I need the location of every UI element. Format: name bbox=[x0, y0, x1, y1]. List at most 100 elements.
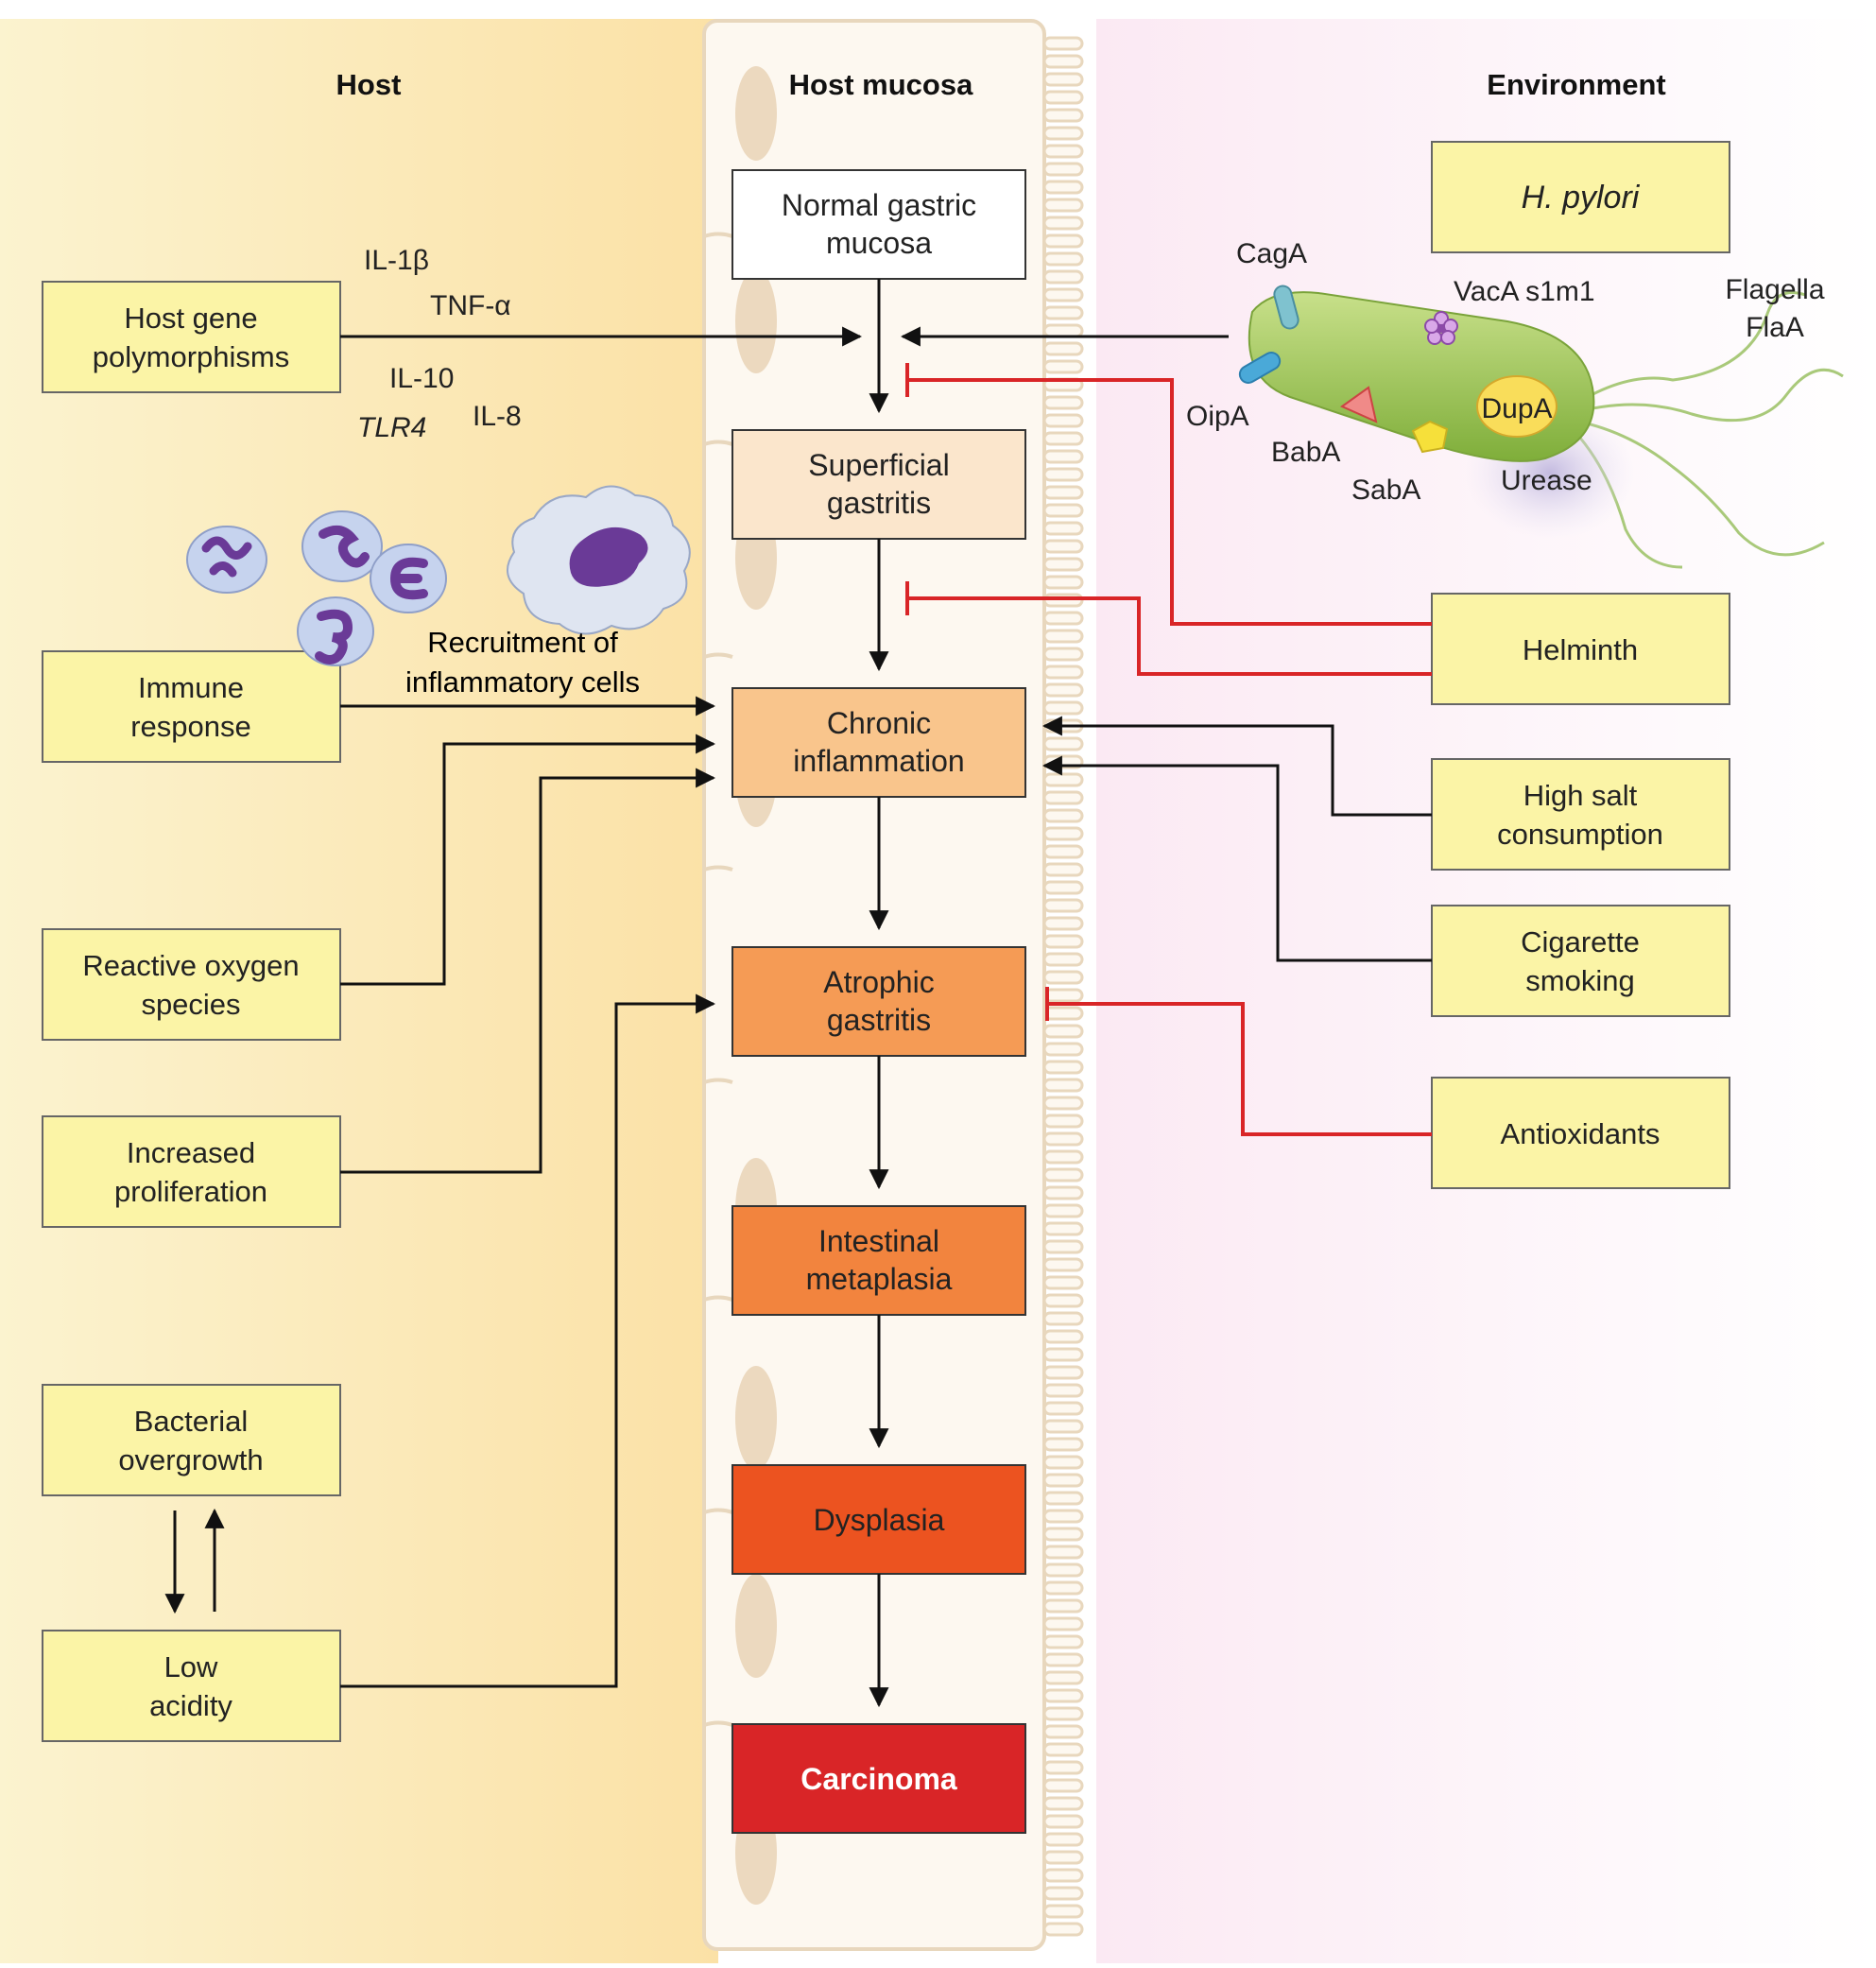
stage-label: mucosa bbox=[826, 226, 932, 260]
villus bbox=[1042, 916, 1084, 931]
baba-label: BabA bbox=[1271, 437, 1340, 468]
mucosa-header: Host mucosa bbox=[789, 68, 973, 101]
neutrophil-icon bbox=[301, 510, 383, 582]
svg-text:Normal gastric: Normal gastric bbox=[782, 188, 976, 222]
mucosa-cells bbox=[703, 232, 733, 1727]
villus bbox=[1042, 1868, 1084, 1883]
stage-label: gastritis bbox=[827, 1003, 931, 1037]
villus bbox=[1042, 1113, 1084, 1129]
villus bbox=[1042, 539, 1084, 554]
villus bbox=[1042, 1491, 1084, 1506]
vaca-icon bbox=[1424, 311, 1458, 345]
svg-text:High salt: High salt bbox=[1523, 779, 1638, 812]
villus bbox=[1042, 1922, 1084, 1937]
villus bbox=[1042, 1814, 1084, 1829]
stage-normal-mucosa: Normal gastric mucosa bbox=[731, 169, 1026, 280]
proliferation-arrow bbox=[340, 768, 716, 1174]
svg-text:gastritis: gastritis bbox=[827, 1003, 931, 1037]
host-header: Host bbox=[336, 68, 402, 101]
svg-text:Increased: Increased bbox=[127, 1136, 255, 1169]
villus bbox=[1042, 880, 1084, 895]
villus bbox=[1042, 1509, 1084, 1524]
villus bbox=[1042, 180, 1084, 195]
stage-carcinoma: Carcinoma bbox=[731, 1723, 1026, 1834]
villus bbox=[1042, 36, 1084, 51]
svg-text:overgrowth: overgrowth bbox=[118, 1443, 263, 1476]
h-pylori-bacterium-illustration bbox=[1238, 285, 1844, 569]
villus bbox=[1042, 970, 1084, 985]
villus bbox=[1042, 1437, 1084, 1452]
villus bbox=[1042, 808, 1084, 823]
inflammatory-cells-illustration bbox=[186, 485, 691, 666]
villus bbox=[1042, 1778, 1084, 1793]
stage-label: metaplasia bbox=[806, 1262, 953, 1296]
stage-label: Normal gastric bbox=[782, 188, 976, 222]
svg-text:Low: Low bbox=[164, 1650, 218, 1683]
villus bbox=[1042, 1527, 1084, 1542]
cigarette-smoking-box: Cigarette smoking bbox=[1431, 905, 1730, 1017]
svg-text:species: species bbox=[141, 988, 240, 1021]
brush-border bbox=[1042, 36, 1084, 1937]
villus bbox=[1042, 72, 1084, 87]
svg-text:Host gene: Host gene bbox=[124, 302, 257, 335]
villus bbox=[1042, 1473, 1084, 1488]
oipa-label: OipA bbox=[1186, 401, 1249, 432]
villus bbox=[1042, 629, 1084, 644]
villus bbox=[1042, 467, 1084, 482]
villus bbox=[1042, 1257, 1084, 1272]
villus bbox=[1042, 1760, 1084, 1775]
stage-label: gastritis bbox=[827, 486, 931, 520]
villus bbox=[1042, 1167, 1084, 1183]
dupa-label: DupA bbox=[1481, 393, 1552, 424]
h-pylori-box: H. pylori bbox=[1431, 141, 1730, 253]
svg-text:Helminth: Helminth bbox=[1523, 633, 1638, 666]
villus bbox=[1042, 198, 1084, 213]
villus bbox=[1042, 269, 1084, 285]
villus bbox=[1042, 1275, 1084, 1290]
salt-arrow bbox=[1041, 716, 1432, 817]
flaa-label: FlaA bbox=[1746, 312, 1804, 343]
villus bbox=[1042, 1347, 1084, 1362]
svg-text:Reactive oxygen: Reactive oxygen bbox=[82, 949, 299, 982]
il8-label: IL-8 bbox=[473, 401, 522, 432]
villus bbox=[1042, 323, 1084, 338]
svg-text:proliferation: proliferation bbox=[114, 1175, 267, 1208]
svg-text:consumption: consumption bbox=[1497, 818, 1663, 851]
villus bbox=[1042, 1042, 1084, 1057]
villus bbox=[1042, 1796, 1084, 1811]
villus bbox=[1042, 1329, 1084, 1344]
svg-text:Carcinoma: Carcinoma bbox=[800, 1762, 957, 1796]
villus bbox=[1042, 1024, 1084, 1039]
villus bbox=[1042, 1096, 1084, 1111]
villus bbox=[1042, 611, 1084, 626]
villus bbox=[1042, 1185, 1084, 1200]
villus bbox=[1042, 1724, 1084, 1739]
tnfa-label: TNF-α bbox=[430, 290, 511, 321]
tlr4-label: TLR4 bbox=[357, 412, 426, 443]
villus bbox=[1042, 682, 1084, 698]
svg-text:Antioxidants: Antioxidants bbox=[1501, 1117, 1661, 1150]
stage-label: Superficial bbox=[808, 448, 949, 482]
villus bbox=[1042, 341, 1084, 356]
villus bbox=[1042, 862, 1084, 877]
svg-text:inflammation: inflammation bbox=[793, 744, 964, 778]
ros-arrow bbox=[340, 734, 716, 986]
stage-label: Dysplasia bbox=[814, 1503, 945, 1537]
high-salt-consumption-box: High salt consumption bbox=[1431, 758, 1730, 871]
stage-atrophic-gastritis: Atrophic gastritis bbox=[731, 946, 1026, 1057]
villus bbox=[1042, 1562, 1084, 1578]
villus bbox=[1042, 1078, 1084, 1093]
villus bbox=[1042, 700, 1084, 716]
helminth-inhibit-2 bbox=[907, 596, 1432, 676]
svg-text:Superficial: Superficial bbox=[808, 448, 949, 482]
neutrophil-icon bbox=[370, 544, 447, 613]
villus bbox=[1042, 772, 1084, 787]
villus bbox=[1042, 90, 1084, 105]
villus bbox=[1042, 1060, 1084, 1075]
villus bbox=[1042, 1688, 1084, 1703]
stage-label: Intestinal bbox=[818, 1224, 939, 1258]
svg-text:metaplasia: metaplasia bbox=[806, 1262, 953, 1296]
villus bbox=[1042, 1311, 1084, 1326]
environment-header: Environment bbox=[1487, 68, 1665, 101]
vaca-label: VacA s1m1 bbox=[1454, 276, 1595, 307]
